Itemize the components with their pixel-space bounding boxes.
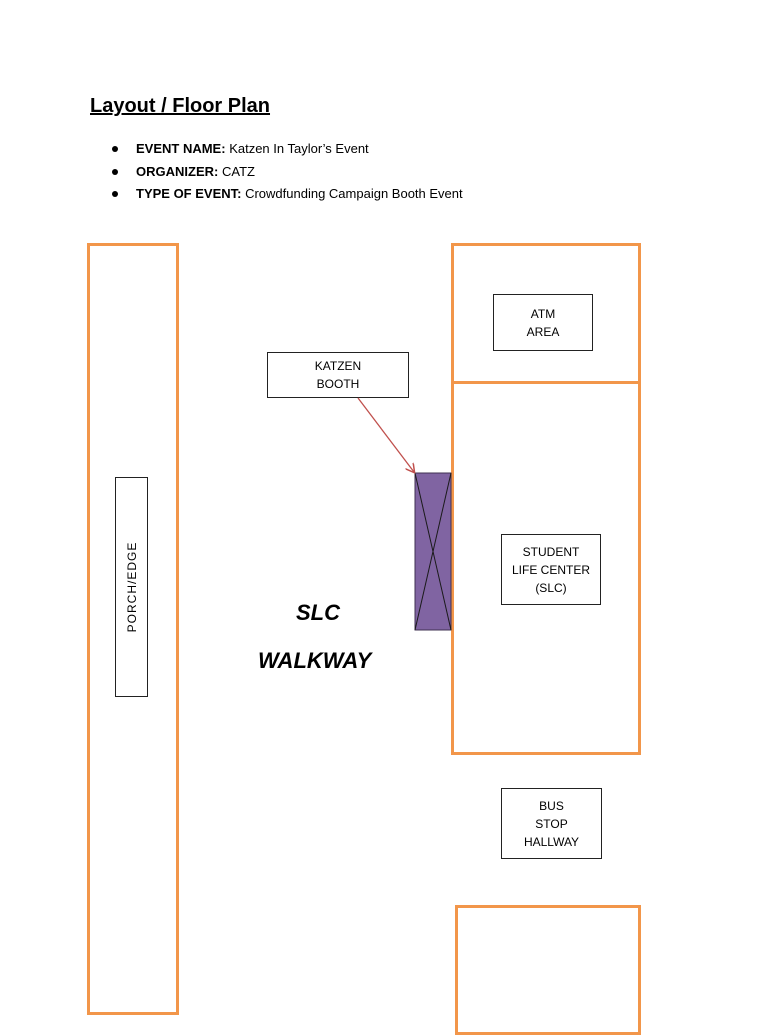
booth-cross-line — [414, 472, 452, 631]
katzen-booth-marker — [414, 472, 452, 631]
student-life-center-label: STUDENT LIFE CENTER (SLC) — [501, 534, 601, 605]
bottom-zone — [455, 905, 641, 1035]
katzen-booth-label: KATZEN BOOTH — [267, 352, 409, 398]
porch-zone — [87, 243, 179, 1015]
event-type-value: Crowdfunding Campaign Booth Event — [245, 186, 463, 201]
event-name-label: EVENT NAME: — [136, 141, 226, 156]
bullet-icon — [112, 146, 118, 152]
slc-zone — [451, 381, 641, 755]
bullet-icon — [112, 191, 118, 197]
event-type-label: TYPE OF EVENT: — [136, 186, 242, 201]
list-item-event-name: EVENT NAME: Katzen In Taylor’s Event — [112, 139, 463, 162]
organizer-value: CATZ — [221, 163, 255, 179]
booth-pointer-arrow — [357, 397, 414, 472]
porch-edge-text: PORCH/EDGE — [124, 541, 139, 633]
atm-area-label: ATM AREA — [493, 294, 593, 351]
list-item-event-type: TYPE OF EVENT: Crowdfunding Campaign Boo… — [112, 184, 463, 207]
organizer-label: ORGANIZER: — [136, 163, 219, 179]
booth-cross-line — [414, 472, 452, 631]
page-title: Layout / Floor Plan — [90, 95, 271, 117]
list-item-organizer: ORGANIZER: CATZ — [112, 162, 463, 185]
walkway-label-line2: WALKWAY — [258, 648, 372, 673]
bullet-icon — [112, 168, 118, 175]
walkway-label-line1: SLC — [296, 600, 340, 625]
bus-stop-hallway-label: BUS STOP HALLWAY — [501, 788, 602, 859]
event-details-list: EVENT NAME: Katzen In Taylor’s Event ORG… — [112, 139, 463, 207]
event-name-value: Katzen In Taylor’s Event — [229, 141, 369, 156]
porch-edge-label: PORCH/EDGE — [115, 477, 148, 697]
